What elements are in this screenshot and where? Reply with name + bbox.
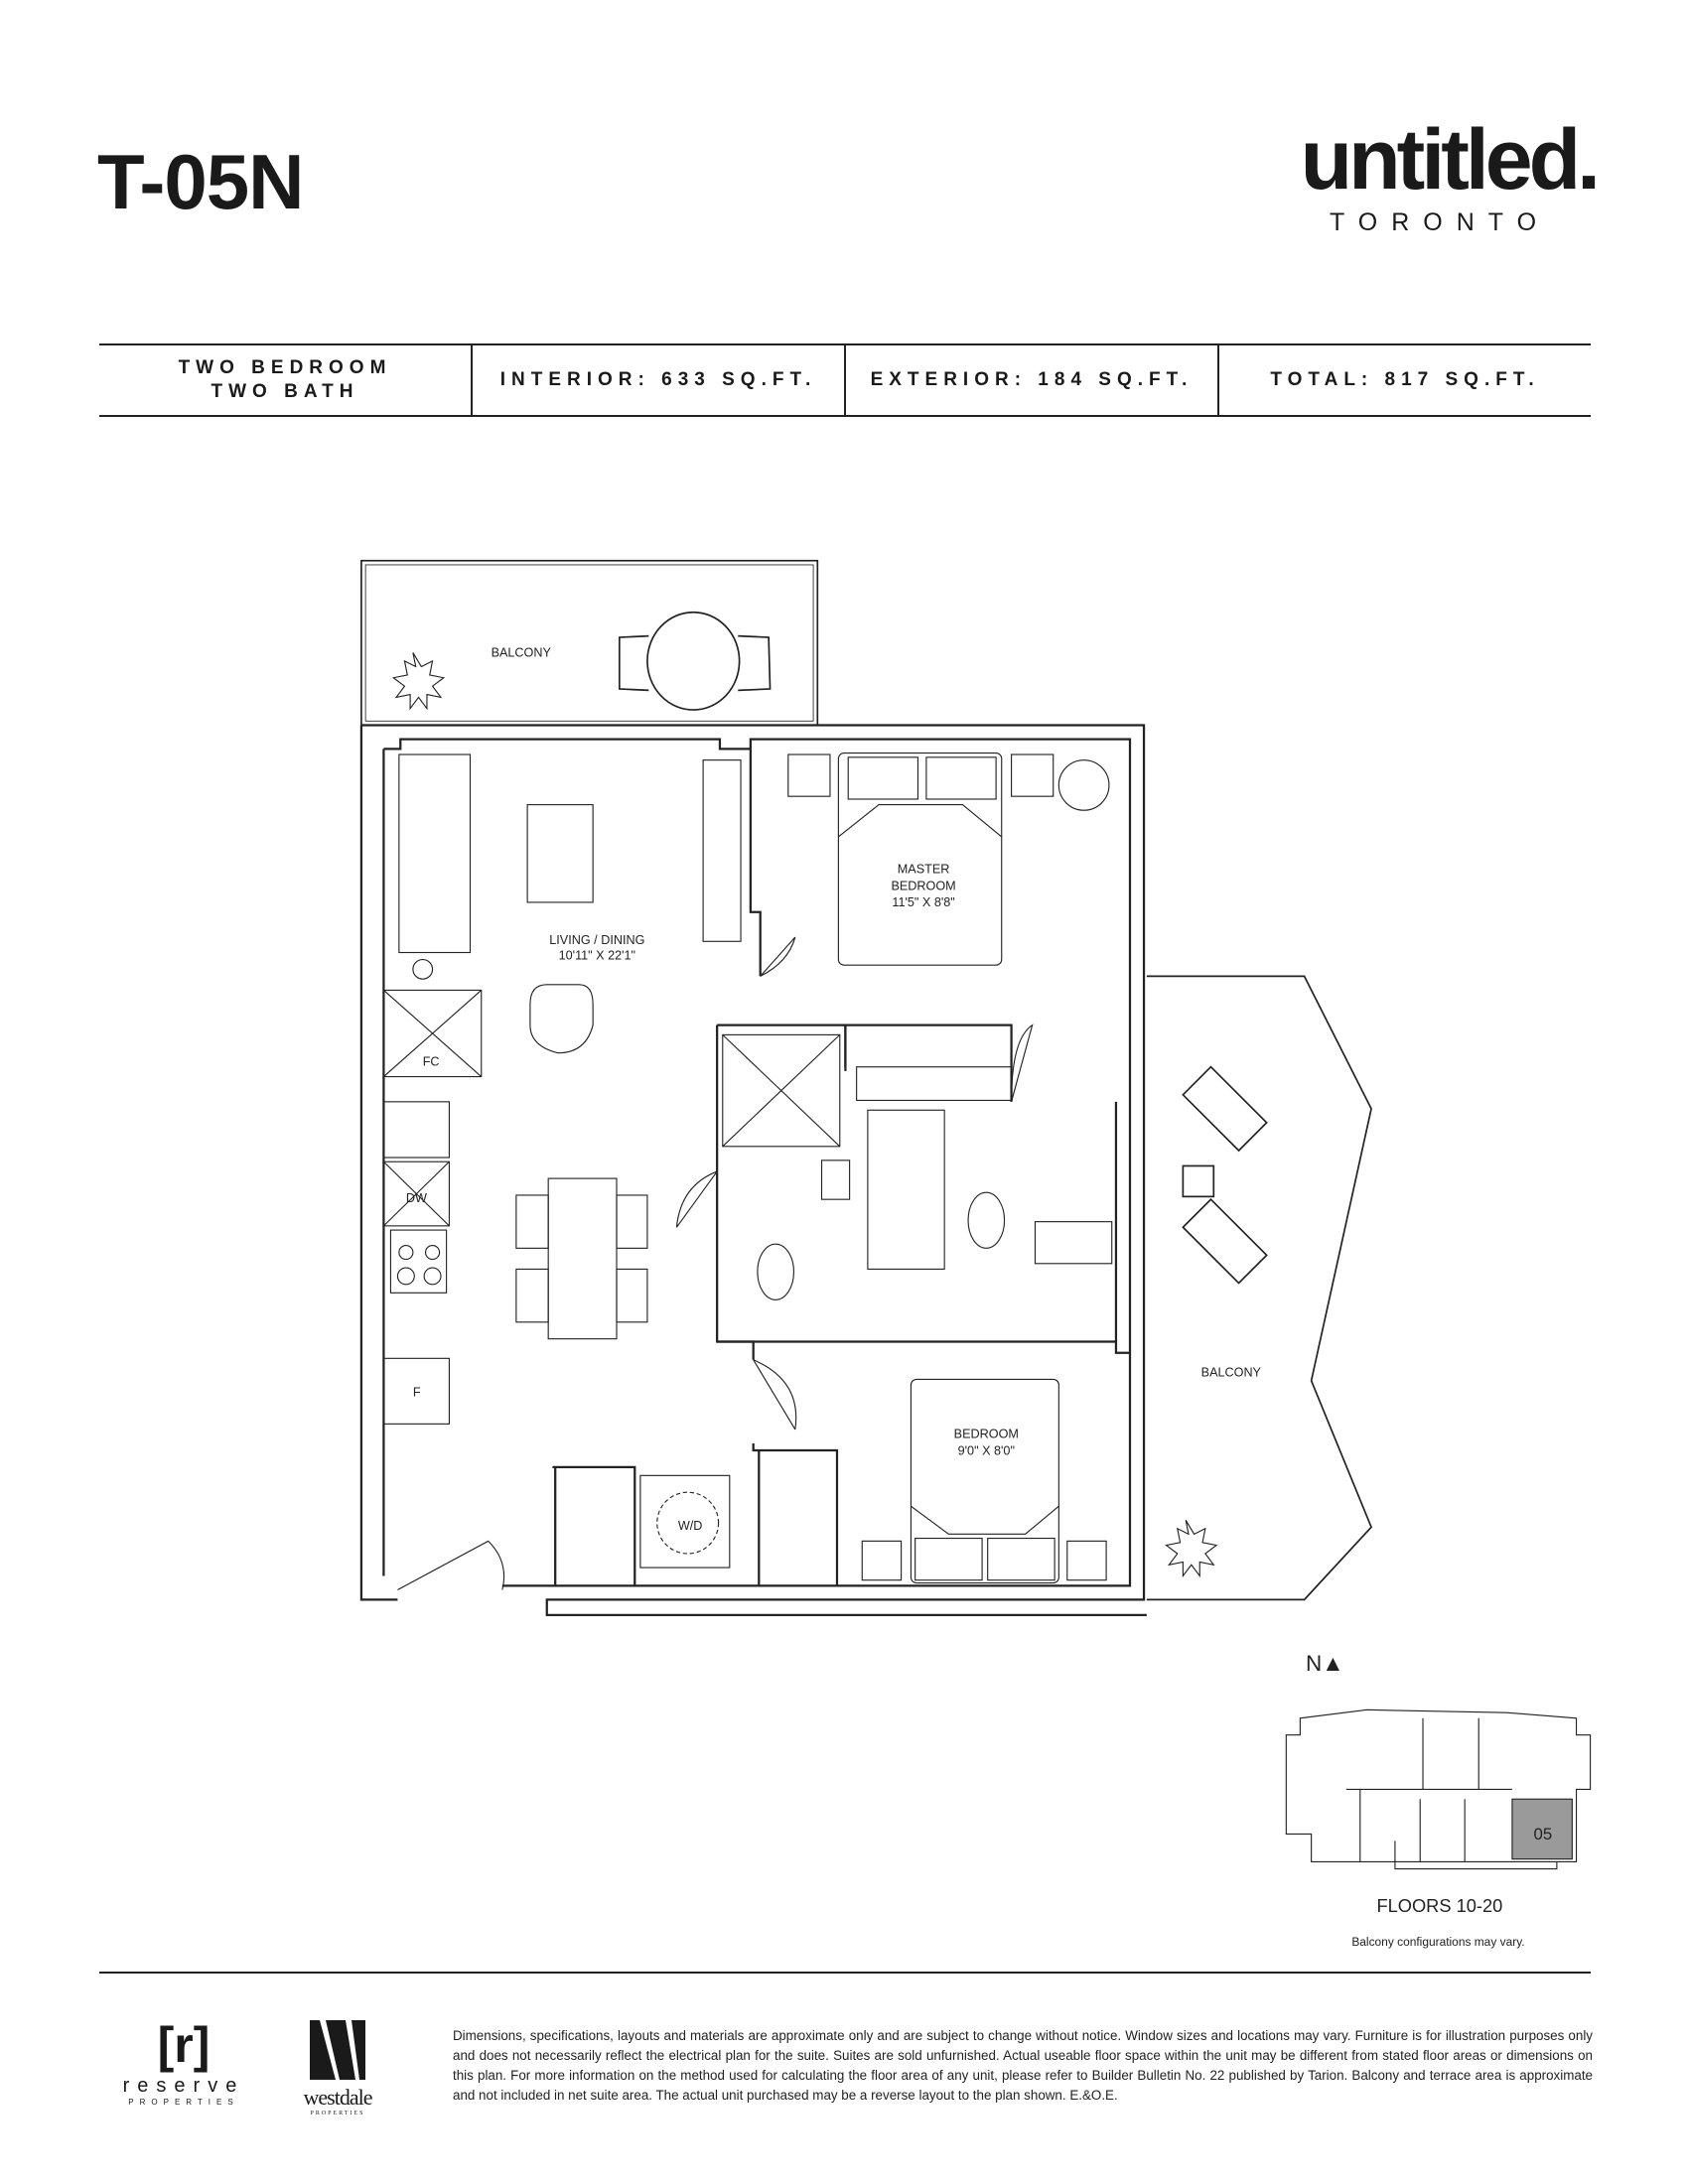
spec-exterior: EXTERIOR: 184 SQ.FT. (844, 345, 1217, 415)
keyplan-unit-highlight (1511, 1798, 1573, 1860)
doors (397, 936, 1034, 1591)
north-arrow: N▲ (1306, 1651, 1343, 1676)
bedroom-furniture: W/D (639, 752, 1110, 1584)
bedroom-dims: 9'0" X 8'0" (958, 1443, 1015, 1457)
suite-walls (359, 724, 1147, 1616)
living-dims: 10'11" X 22'1" (559, 949, 635, 963)
westdale-w-icon (310, 2020, 365, 2080)
spec-total: TOTAL: 817 SQ.FT. (1217, 345, 1591, 415)
balcony-note: Balcony configurations may vary. (1351, 1935, 1524, 1949)
spec-interior: INTERIOR: 633 SQ.FT. (471, 345, 844, 415)
reserve-sub: PROPERTIES (128, 2098, 239, 2107)
floors-label: FLOORS 10-20 (1376, 1895, 1502, 1916)
keyplan: N▲ 05 FLOORS 10-20 Balcony configuration… (1285, 1651, 1592, 1949)
westdale-logo: westdale PROPERTIES (288, 2020, 387, 2116)
reserve-logo: [r] reserve PROPERTIES (119, 2015, 248, 2107)
spec-unit-type: TWO BEDROOM TWO BATH (99, 345, 471, 415)
wd-label: W/D (678, 1519, 703, 1533)
bathrooms (722, 1033, 1113, 1300)
footer-divider (99, 1972, 1591, 1974)
room-labels: LIVING / DINING 10'11" X 22'1" MASTER BE… (549, 862, 1019, 1457)
living-label: LIVING / DINING (549, 933, 644, 947)
keyplan-unit-label: 05 (1533, 1825, 1552, 1843)
brand-logo: untitled. (1300, 112, 1601, 207)
specs-table: TWO BEDROOM TWO BATH INTERIOR: 633 SQ.FT… (99, 343, 1591, 417)
balcony-north-label: BALCONY (492, 646, 552, 660)
dw-label: DW (406, 1191, 427, 1205)
master-label-2: BEDROOM (891, 879, 955, 892)
reserve-mark: [r] (157, 2017, 211, 2073)
reserve-name: reserve (122, 2075, 245, 2097)
master-dims: 11'5" X 8'8" (892, 895, 954, 909)
unit-title: T-05N (97, 138, 304, 225)
westdale-sub: PROPERTIES (310, 2111, 365, 2116)
disclaimer: Dimensions, specifications, layouts and … (453, 2028, 1593, 2103)
unit-type-line1: TWO BEDROOM (178, 357, 392, 378)
brand-city: TORONTO (1329, 208, 1551, 236)
kitchen: FC DW F (382, 989, 483, 1425)
plant-icon (1165, 1520, 1218, 1578)
fc-label: FC (423, 1054, 440, 1068)
unit-type-line2: TWO BATH (211, 381, 359, 402)
plant-icon (391, 652, 446, 711)
north-balcony: BALCONY (360, 559, 819, 727)
master-label: MASTER (898, 862, 950, 876)
westdale-name: westdale (303, 2085, 373, 2110)
living-furniture (398, 753, 742, 1340)
east-balcony: BALCONY (1146, 975, 1373, 1601)
fridge-label: F (413, 1385, 421, 1399)
balcony-east-label: BALCONY (1201, 1366, 1262, 1380)
bedroom-label: BEDROOM (954, 1427, 1019, 1440)
